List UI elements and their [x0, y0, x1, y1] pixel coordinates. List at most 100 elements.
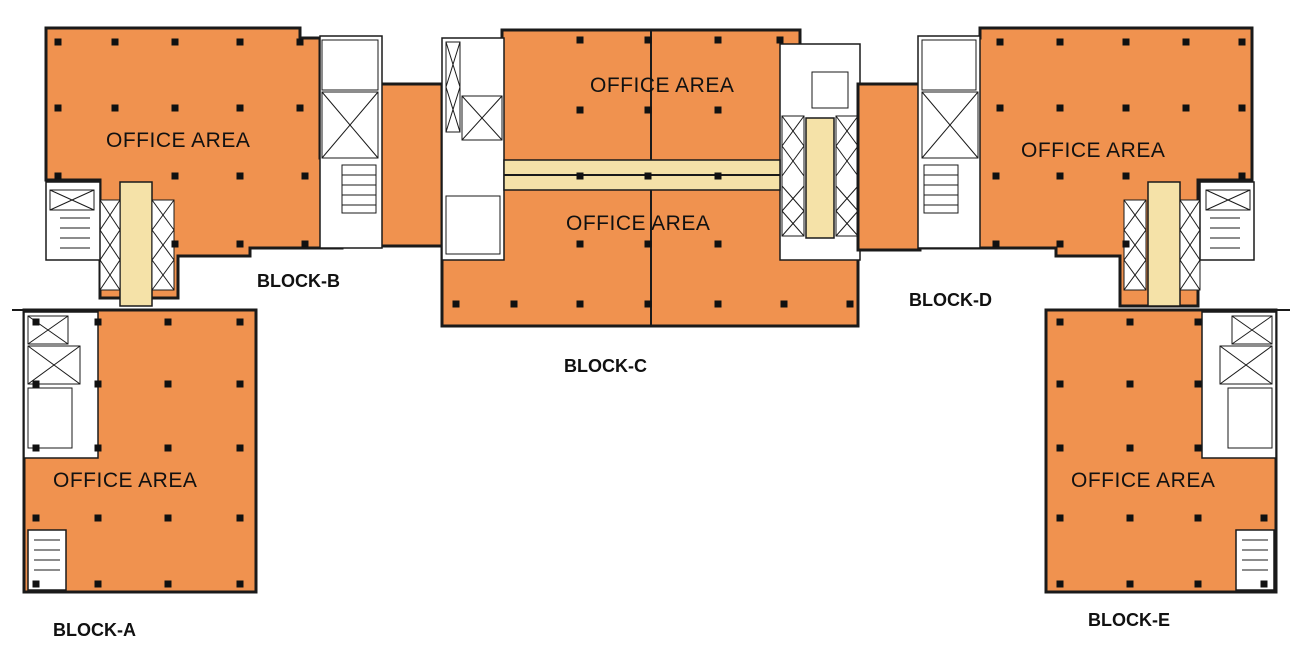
- column-marker: [1194, 580, 1202, 588]
- column-marker: [1126, 318, 1134, 326]
- block-c-d-connector[interactable]: [856, 82, 922, 252]
- column-marker: [576, 300, 584, 308]
- block-c-label: BLOCK-C: [564, 356, 647, 376]
- block-b-stair: [45, 181, 101, 261]
- block-c-area-label-bottom: OFFICE AREA: [566, 212, 710, 235]
- column-marker: [164, 514, 172, 522]
- column-marker: [94, 318, 102, 326]
- column-marker: [94, 380, 102, 388]
- block-d-label: BLOCK-D: [909, 290, 992, 310]
- column-marker: [296, 104, 304, 112]
- column-marker: [714, 106, 722, 114]
- column-marker: [94, 580, 102, 588]
- column-marker: [576, 106, 584, 114]
- block-b: OFFICE AREA BLOCK-B: [44, 26, 444, 307]
- column-marker: [171, 172, 179, 180]
- column-marker: [1126, 444, 1134, 452]
- column-marker: [32, 580, 40, 588]
- column-marker: [1126, 514, 1134, 522]
- block-d-core: [917, 35, 981, 249]
- column-marker: [996, 38, 1004, 46]
- column-marker: [576, 172, 584, 180]
- column-marker: [1238, 172, 1246, 180]
- column-marker: [236, 580, 244, 588]
- block-b-core: [319, 35, 383, 249]
- block-c-left-core: [441, 37, 505, 261]
- block-c: OFFICE AREA OFFICE AREA BLOCK-C: [440, 28, 861, 376]
- column-marker: [1056, 514, 1064, 522]
- block-b-c-connector[interactable]: [378, 82, 444, 248]
- column-marker: [32, 444, 40, 452]
- column-marker: [714, 172, 722, 180]
- column-marker: [94, 514, 102, 522]
- column-marker: [1260, 514, 1268, 522]
- block-c-area-label-top: OFFICE AREA: [590, 74, 734, 97]
- column-marker: [1122, 172, 1130, 180]
- block-e-area-label: OFFICE AREA: [1071, 469, 1215, 492]
- column-marker: [54, 104, 62, 112]
- block-b-area-label: OFFICE AREA: [106, 129, 250, 152]
- column-marker: [54, 172, 62, 180]
- column-marker: [1056, 38, 1064, 46]
- column-marker: [1260, 580, 1268, 588]
- block-a: OFFICE AREA BLOCK-A: [12, 308, 258, 640]
- column-marker: [996, 104, 1004, 112]
- column-marker: [1056, 318, 1064, 326]
- column-marker: [171, 38, 179, 46]
- column-marker: [301, 172, 309, 180]
- column-marker: [992, 240, 1000, 248]
- column-marker: [32, 318, 40, 326]
- block-e: OFFICE AREA BLOCK-E: [1044, 308, 1290, 630]
- column-marker: [1126, 380, 1134, 388]
- column-marker: [301, 240, 309, 248]
- column-marker: [171, 104, 179, 112]
- column-marker: [1056, 380, 1064, 388]
- column-marker: [1056, 444, 1064, 452]
- column-marker: [576, 36, 584, 44]
- column-marker: [576, 240, 584, 248]
- column-marker: [236, 104, 244, 112]
- column-marker: [776, 36, 784, 44]
- column-marker: [644, 36, 652, 44]
- column-marker: [1238, 104, 1246, 112]
- column-marker: [164, 318, 172, 326]
- column-marker: [644, 172, 652, 180]
- column-marker: [644, 300, 652, 308]
- column-marker: [32, 380, 40, 388]
- column-marker: [1194, 318, 1202, 326]
- block-c-lift-lobby: [805, 117, 835, 239]
- block-d-area-label: OFFICE AREA: [1021, 139, 1165, 162]
- block-a-stair: [27, 529, 67, 591]
- block-b-label: BLOCK-B: [257, 271, 340, 291]
- column-marker: [780, 300, 788, 308]
- column-marker: [32, 514, 40, 522]
- column-marker: [644, 106, 652, 114]
- column-marker: [1126, 580, 1134, 588]
- column-marker: [164, 380, 172, 388]
- column-marker: [1056, 104, 1064, 112]
- column-marker: [714, 36, 722, 44]
- block-d: OFFICE AREA BLOCK-D: [856, 26, 1255, 310]
- column-marker: [1122, 240, 1130, 248]
- column-marker: [1182, 38, 1190, 46]
- column-marker: [1056, 240, 1064, 248]
- column-marker: [296, 38, 304, 46]
- column-marker: [1194, 444, 1202, 452]
- column-marker: [111, 104, 119, 112]
- column-marker: [714, 300, 722, 308]
- block-d-stair: [1199, 181, 1255, 261]
- block-a-label: BLOCK-A: [53, 620, 136, 640]
- column-marker: [164, 580, 172, 588]
- column-marker: [94, 444, 102, 452]
- column-marker: [236, 172, 244, 180]
- column-marker: [236, 514, 244, 522]
- column-marker: [1122, 104, 1130, 112]
- column-marker: [54, 38, 62, 46]
- block-b-lift-lobby: [99, 181, 175, 307]
- column-marker: [1182, 104, 1190, 112]
- column-marker: [714, 240, 722, 248]
- column-marker: [171, 240, 179, 248]
- column-marker: [164, 444, 172, 452]
- block-e-core: [1201, 311, 1277, 459]
